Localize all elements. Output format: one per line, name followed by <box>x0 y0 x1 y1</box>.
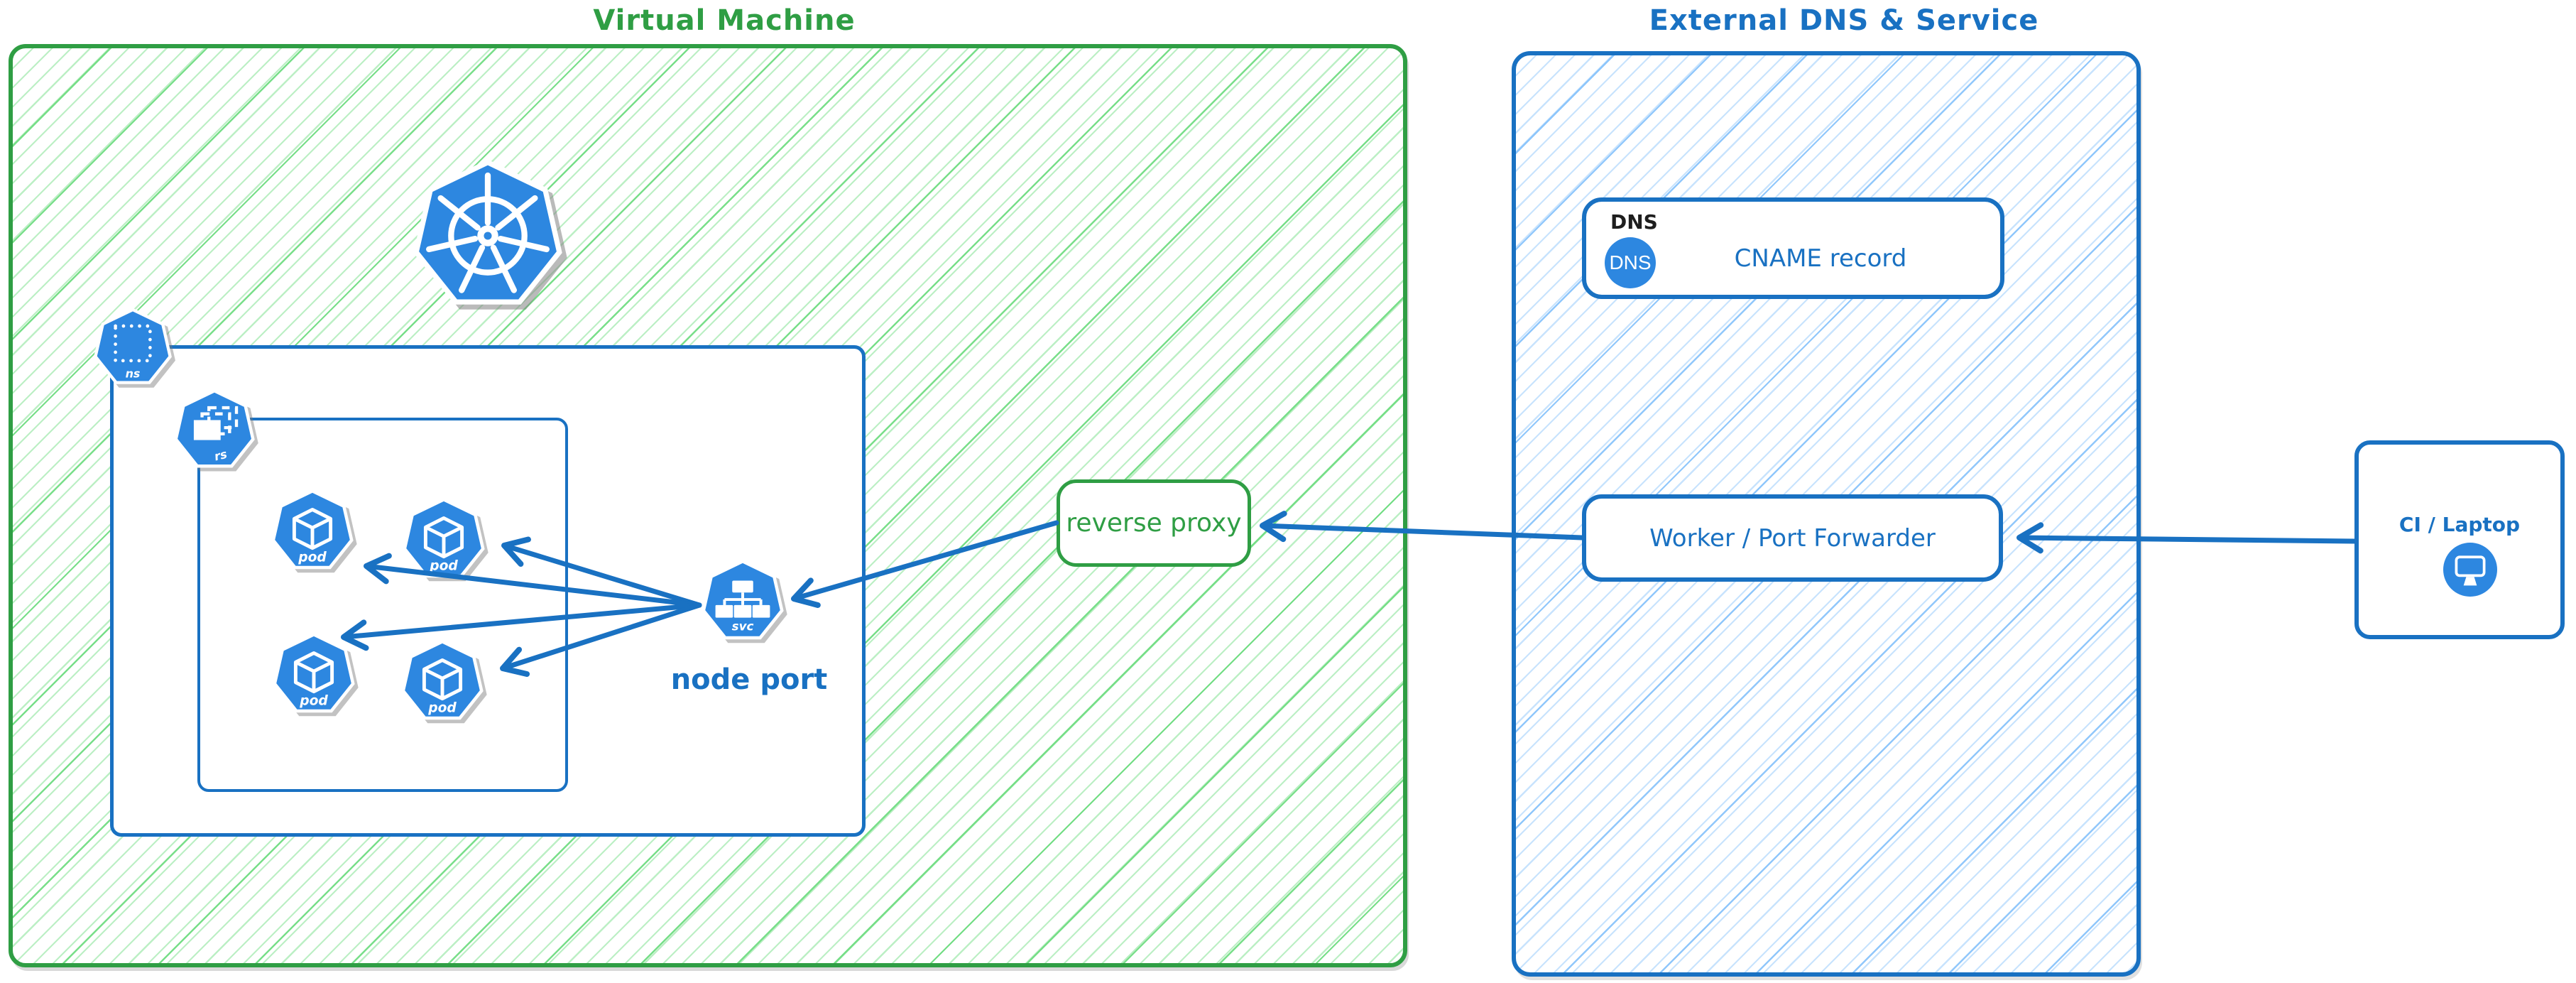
service-icon: svc <box>697 556 788 647</box>
svg-text:pod: pod <box>299 693 328 708</box>
cname-record-label: CNAME record <box>1734 244 1907 273</box>
worker-label: Worker / Port Forwarder <box>1649 523 1936 553</box>
pod-icon-1: pod <box>267 486 358 577</box>
pod-icon-2: pod <box>398 494 489 585</box>
dns-badge-label: DNS <box>1609 251 1652 273</box>
svg-text:pod: pod <box>427 700 457 715</box>
pod-icon-4: pod <box>397 636 488 727</box>
virtual-machine-title: Virtual Machine <box>593 4 856 37</box>
svg-text:pod: pod <box>298 550 327 565</box>
node-port-label: node port <box>670 663 828 696</box>
ci-laptop-node: CI / Laptop <box>2354 440 2565 639</box>
namespace-icon: ns <box>89 305 176 391</box>
dns-header-label: DNS <box>1610 210 1658 234</box>
worker-port-forwarder-node: Worker / Port Forwarder <box>1582 494 2003 582</box>
laptop-icon <box>2443 543 2497 597</box>
dns-badge-icon: DNS <box>1605 237 1656 288</box>
external-dns-title: External DNS & Service <box>1649 4 2039 37</box>
svg-text:svc: svc <box>732 619 754 633</box>
pod-icon-3: pod <box>268 629 359 720</box>
reverse-proxy-node: reverse proxy <box>1057 479 1251 567</box>
kubernetes-logo-icon <box>403 151 573 321</box>
ci-laptop-label: CI / Laptop <box>2398 513 2521 536</box>
replicaset-icon: rs <box>170 386 259 475</box>
svg-text:ns: ns <box>126 366 141 380</box>
svg-text:pod: pod <box>429 558 458 573</box>
svg-text:rs: rs <box>213 447 229 464</box>
reverse-proxy-label: reverse proxy <box>1066 509 1242 538</box>
dns-record-node: DNS DNS CNAME record <box>1582 197 2004 299</box>
